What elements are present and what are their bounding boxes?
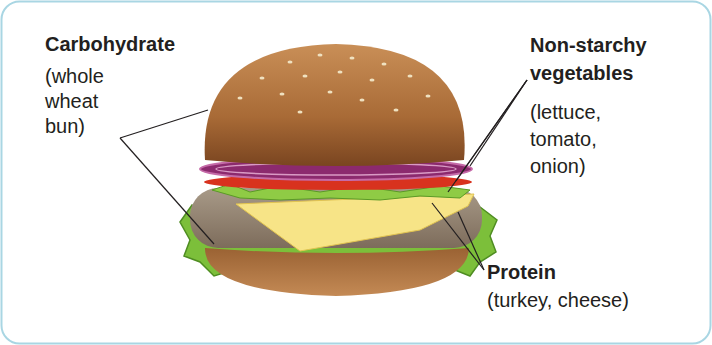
group-examples: (whole wheat bun) bbox=[45, 64, 120, 139]
leader-line bbox=[432, 203, 484, 270]
group-heading: Non-starchy vegetables bbox=[530, 31, 670, 87]
leader-lines bbox=[120, 80, 527, 270]
cheese-slice bbox=[236, 194, 474, 251]
group-heading: Protein bbox=[487, 259, 687, 285]
leader-line bbox=[120, 138, 214, 244]
group-heading: Carbohydrate bbox=[45, 31, 245, 57]
top-bun bbox=[205, 44, 465, 166]
sesame-seeds bbox=[238, 54, 431, 114]
group-examples: (turkey, cheese) bbox=[487, 287, 687, 313]
group-examples: (lettuce, tomato, onion) bbox=[530, 99, 620, 180]
leader-line bbox=[120, 110, 208, 138]
bottom-bun bbox=[205, 248, 469, 296]
leader-line bbox=[448, 80, 527, 192]
